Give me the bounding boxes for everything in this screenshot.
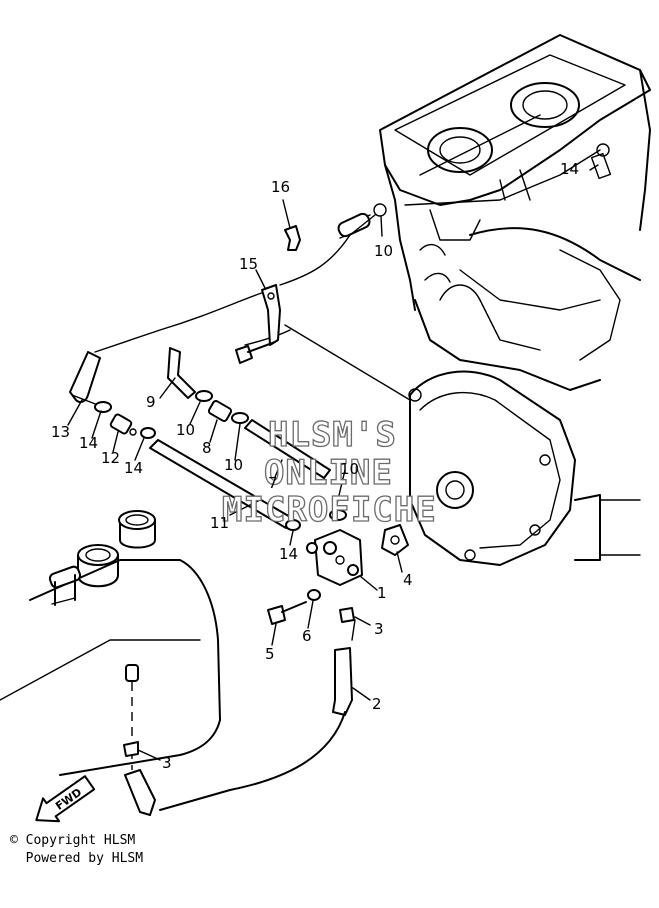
callout-5: 5 xyxy=(265,645,275,663)
callout-7: 7 xyxy=(268,474,278,492)
callout-14: 14 xyxy=(124,459,143,477)
callout-1: 1 xyxy=(377,584,387,602)
callout-11: 11 xyxy=(210,514,229,532)
callout-10: 10 xyxy=(224,456,243,474)
callout-12: 12 xyxy=(101,449,120,467)
callout-4: 4 xyxy=(403,571,413,589)
callout-10: 10 xyxy=(340,460,359,478)
callout-16: 16 xyxy=(271,178,290,196)
callout-15: 15 xyxy=(239,255,258,273)
fuel-lines xyxy=(69,214,411,816)
callout-3: 3 xyxy=(374,620,384,638)
engine-block xyxy=(337,34,651,391)
magneto-cover xyxy=(408,370,641,566)
callout-14: 14 xyxy=(560,160,579,178)
fuel-tank xyxy=(0,510,221,776)
callout-14: 14 xyxy=(79,434,98,452)
callout-2: 2 xyxy=(372,695,382,713)
callout-9: 9 xyxy=(146,393,156,411)
callout-14: 14 xyxy=(279,545,298,563)
callout-10: 10 xyxy=(176,421,195,439)
callout-3: 3 xyxy=(162,754,172,772)
small-parts xyxy=(94,225,409,757)
powered-by-text: Powered by HLSM xyxy=(10,851,144,866)
callout-13: 13 xyxy=(51,423,70,441)
watermark-line-2: ONLINE xyxy=(264,453,393,493)
watermark-line-3: MICROFICHE xyxy=(222,490,437,530)
callout-8: 8 xyxy=(202,439,212,457)
watermark-line-1: HLSM'S xyxy=(268,415,397,455)
copyright-text: © Copyright HLSM xyxy=(10,833,136,848)
leader-lines xyxy=(67,164,599,761)
fwd-arrow-icon: FWD xyxy=(35,775,96,823)
callout-6: 6 xyxy=(302,627,312,645)
callout-10: 10 xyxy=(374,242,393,260)
watermark: HLSM'S ONLINE MICROFICHE xyxy=(221,414,437,530)
callout-numbers: 16 15 10 14 13 14 12 14 9 10 8 10 10 7 1… xyxy=(51,160,579,772)
